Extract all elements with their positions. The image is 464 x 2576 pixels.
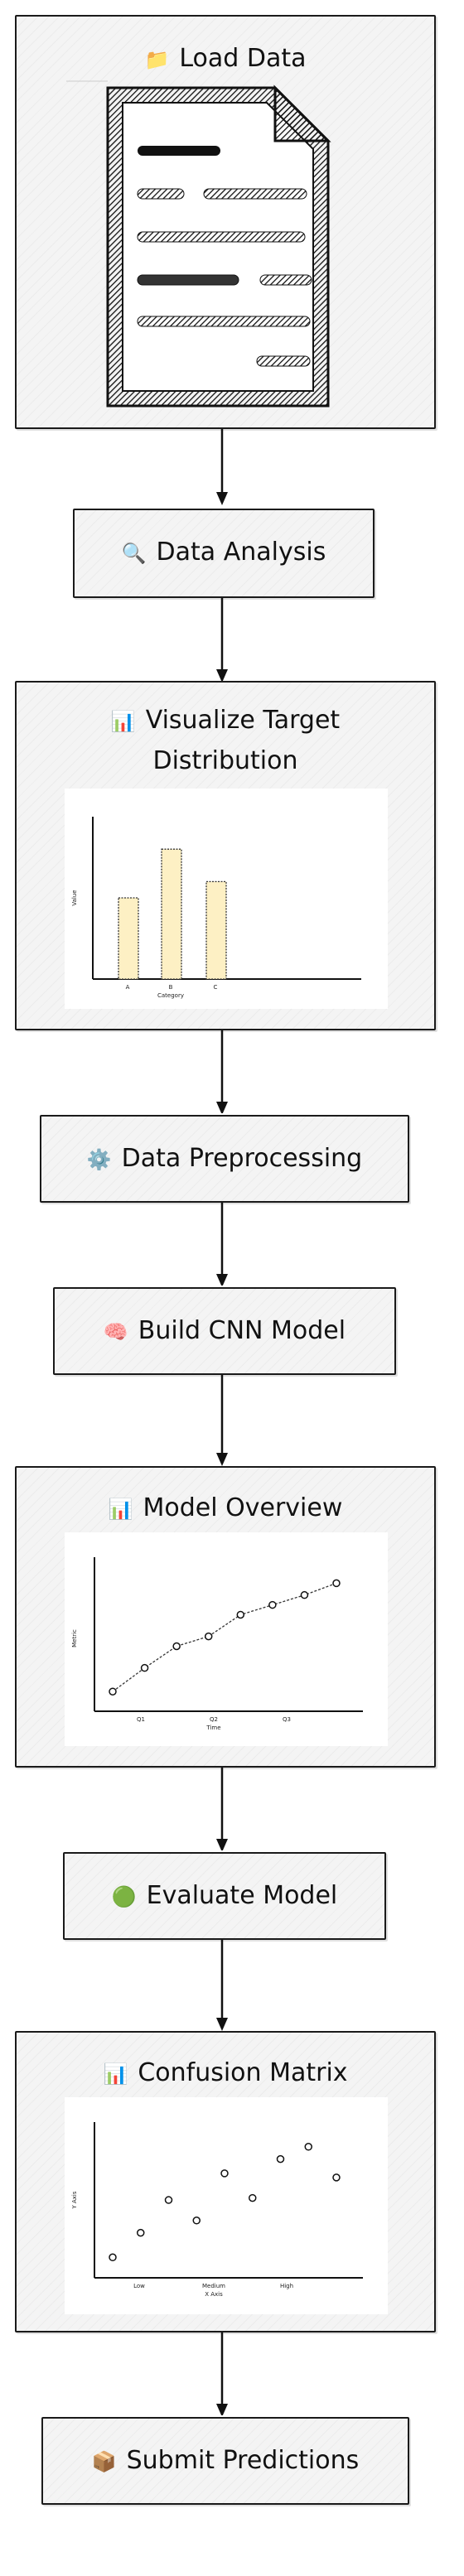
- data-point: [249, 2193, 257, 2202]
- x-tick-label: Q2: [210, 1716, 218, 1723]
- data-point: [137, 2228, 145, 2237]
- data-point: [332, 2173, 341, 2182]
- step-visualize-target-distribution: 📊 Visualize Target Distribution A B C Catego…: [15, 681, 436, 1030]
- step-label: 📁Load Data: [144, 44, 307, 73]
- data-point: [268, 1600, 277, 1609]
- step-data-analysis: 🔍 Data Analysis: [73, 509, 375, 598]
- folder-icon: 📁: [144, 48, 170, 71]
- bar: [205, 880, 227, 980]
- x-tick-label: Q1: [137, 1716, 145, 1723]
- data-point: [140, 1663, 149, 1672]
- flow-arrow: [216, 1030, 228, 1113]
- data-point: [204, 1632, 213, 1641]
- brain-icon: 🧠: [103, 1320, 128, 1343]
- bar-chart-icon: 📊: [110, 710, 136, 733]
- step-label: Confusion Matrix: [138, 2058, 348, 2087]
- flow-arrow: [216, 1940, 228, 2031]
- x-tick-label: Medium: [202, 2283, 225, 2289]
- magnifier-icon: 🔍: [121, 542, 147, 565]
- scatter-chart: Low Medium High X Axis Y Axis: [65, 2097, 388, 2314]
- step-confusion-matrix: 📊 Confusion Matrix Low Medium High X Axis Y A…: [15, 2031, 436, 2332]
- y-axis-label: Value: [71, 890, 78, 905]
- flow-arrow: [216, 2332, 228, 2415]
- data-point: [109, 2253, 117, 2262]
- step-label-line1: Visualize Target: [145, 706, 341, 735]
- step-evaluate-model: 🟢 Evaluate Model: [63, 1852, 386, 1940]
- flow-arrow: [216, 429, 228, 505]
- data-point: [164, 2196, 173, 2204]
- x-tick-label: Q3: [283, 1716, 291, 1723]
- step-label: Model Overview: [143, 1493, 343, 1522]
- bar: [118, 897, 139, 980]
- bar: [161, 848, 182, 980]
- step-label: Data Analysis: [156, 538, 326, 567]
- data-point: [332, 1579, 341, 1588]
- step-label: Data Preprocessing: [121, 1144, 363, 1173]
- step-label: Build CNN Model: [138, 1316, 346, 1345]
- gear-icon: ⚙️: [86, 1148, 112, 1171]
- data-point: [192, 2217, 201, 2225]
- y-axis-label: Y Axis: [71, 2191, 78, 2209]
- step-load-data: 📁Load Data: [15, 15, 436, 429]
- x-axis-label: Time: [205, 1725, 220, 1731]
- x-tick-label: Low: [133, 2283, 145, 2289]
- flow-arrow: [216, 1203, 228, 1286]
- bar-chart-icon: 📊: [108, 1498, 133, 1521]
- data-point: [304, 2143, 312, 2151]
- green-circle-icon: 🟢: [111, 1885, 137, 1908]
- x-tick-label: High: [280, 2283, 293, 2289]
- data-point: [220, 2169, 229, 2178]
- x-axis-label: X Axis: [205, 2291, 223, 2298]
- document-icon: [66, 80, 331, 408]
- step-submit-predictions: 📦 Submit Predictions: [41, 2417, 409, 2505]
- flow-arrow: [216, 1768, 228, 1850]
- step-build-cnn-model: 🧠 Build CNN Model: [53, 1287, 396, 1375]
- x-tick-label: B: [169, 984, 173, 991]
- step-label: Submit Predictions: [126, 2446, 360, 2475]
- bar-chart-icon: 📊: [103, 2062, 128, 2086]
- flow-arrow: [216, 598, 228, 681]
- data-point: [109, 1687, 117, 1696]
- step-label-line2: Distribution: [152, 746, 298, 775]
- data-point: [236, 1610, 245, 1619]
- step-label: Evaluate Model: [146, 1881, 338, 1910]
- x-tick-label: C: [214, 984, 218, 991]
- x-axis-label: Category: [157, 992, 184, 999]
- series-line: [112, 1582, 337, 1692]
- y-axis-label: Metric: [71, 1629, 78, 1647]
- step-data-preprocessing: ⚙️ Data Preprocessing: [40, 1115, 409, 1203]
- data-point: [276, 2154, 285, 2164]
- data-point: [172, 1642, 181, 1651]
- data-point: [300, 1590, 309, 1599]
- flow-arrow: [216, 1375, 228, 1466]
- x-tick-label: A: [126, 984, 130, 991]
- bar-chart: A B C Category Value: [65, 789, 388, 1009]
- package-icon: 📦: [91, 2450, 117, 2473]
